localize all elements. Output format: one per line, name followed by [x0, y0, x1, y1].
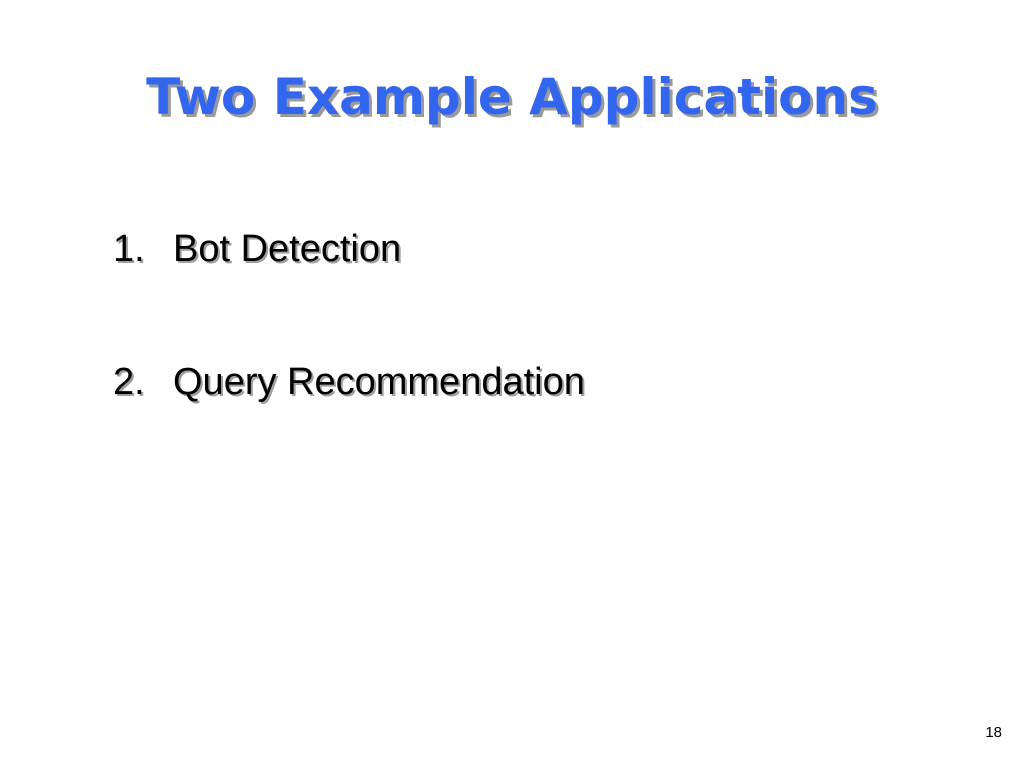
list-item-text: Query Recommendation: [173, 361, 585, 403]
page-number: 18: [985, 724, 1002, 741]
list-item: 1. Bot Detection: [113, 222, 585, 276]
list-item-text: Bot Detection: [173, 228, 402, 270]
slide-title: Two Example Applications: [146, 68, 878, 126]
application-list: 1. Bot Detection 2. Query Recommendation: [113, 222, 585, 409]
list-item-number: 1.: [113, 228, 145, 270]
list-item-number: 2.: [113, 361, 145, 403]
list-item: 2. Query Recommendation: [113, 355, 585, 409]
